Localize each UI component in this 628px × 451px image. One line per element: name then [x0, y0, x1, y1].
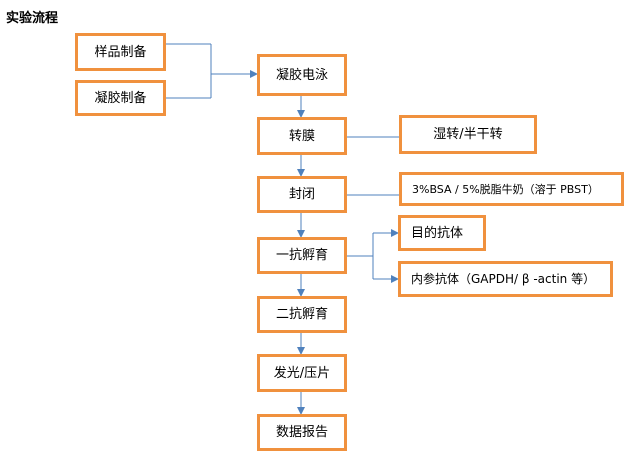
electrophoresis-box: 凝胶电泳: [257, 54, 347, 96]
transfer-box: 转膜: [257, 117, 347, 155]
target-antibody-label: 目的抗体: [411, 225, 464, 241]
reference-antibody-label: 内参抗体（GAPDH/ β -actin 等）: [411, 272, 596, 286]
diagram-title: 实验流程: [6, 11, 59, 26]
luminescence-box: 发光/压片: [257, 354, 347, 392]
blocking-reagent-label: 3%BSA / 5%脱脂牛奶（溶于 PBST）: [412, 182, 599, 196]
luminescence-label: 发光/压片: [273, 365, 331, 381]
sample-prep-label: 样品制备: [94, 44, 147, 60]
sample-prep-box: 样品制备: [75, 33, 166, 71]
gel-prep-box: 凝胶制备: [75, 80, 166, 116]
target-antibody-box: 目的抗体: [398, 215, 486, 251]
blocking-reagent-box: 3%BSA / 5%脱脂牛奶（溶于 PBST）: [399, 172, 624, 206]
blocking-label: 封闭: [288, 187, 315, 202]
transfer-method-box: 湿转/半干转: [399, 115, 537, 154]
data-report-box: 数据报告: [257, 414, 347, 451]
reference-antibody-box: 内参抗体（GAPDH/ β -actin 等）: [398, 261, 613, 297]
blocking-box: 封闭: [257, 176, 347, 213]
transfer-method-label: 湿转/半干转: [433, 127, 503, 142]
gel-prep-label: 凝胶制备: [94, 90, 147, 106]
electrophoresis-label: 凝胶电泳: [275, 67, 328, 83]
primary-incubation-label: 一抗孵育: [275, 248, 328, 263]
data-report-label: 数据报告: [275, 425, 328, 440]
secondary-incubation-box: 二抗孵育: [257, 296, 347, 333]
transfer-label: 转膜: [288, 128, 315, 144]
primary-incubation-box: 一抗孵育: [257, 237, 347, 274]
secondary-incubation-label: 二抗孵育: [275, 307, 328, 322]
